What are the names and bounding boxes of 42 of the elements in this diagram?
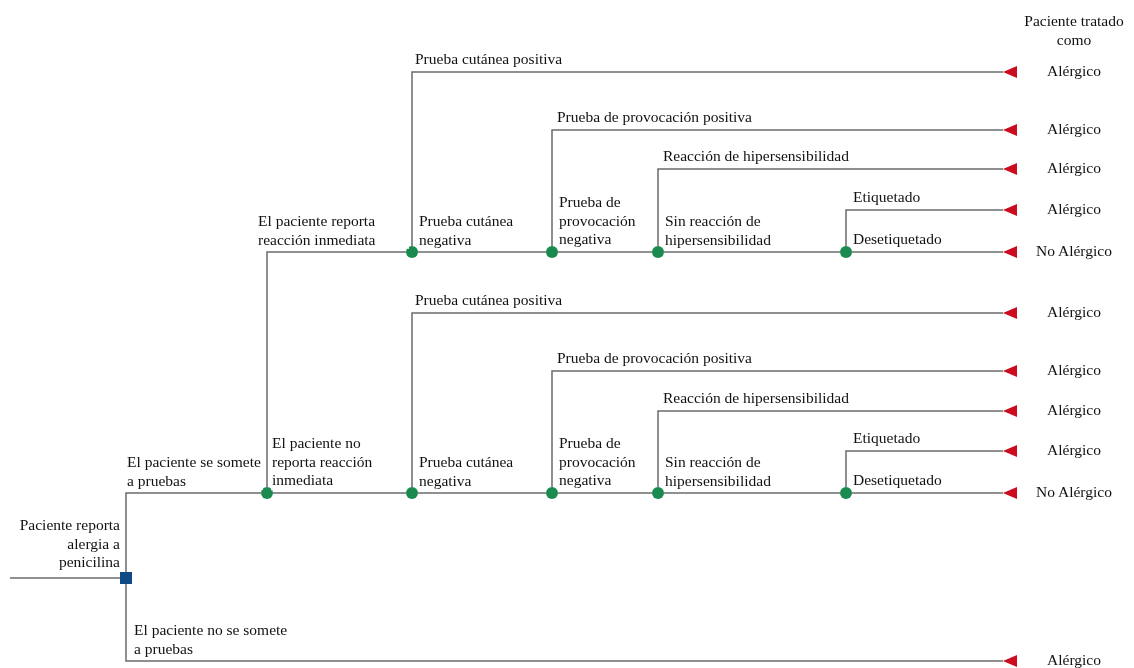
connector-line <box>417 251 547 253</box>
connector-line <box>551 370 1004 488</box>
connector-line <box>417 492 547 494</box>
chance-circle <box>261 487 273 499</box>
connector-line <box>266 251 407 488</box>
connector-line <box>125 492 262 573</box>
chance-circle <box>406 246 418 258</box>
connector-line <box>557 251 653 253</box>
terminal-triangle <box>1003 245 1017 259</box>
connector-line <box>557 492 653 494</box>
connector-line <box>411 312 1004 488</box>
chance-circle <box>840 487 852 499</box>
terminal-triangle <box>1003 123 1017 137</box>
connector-line <box>851 492 1004 494</box>
connector-line <box>551 129 1004 247</box>
connector-line <box>9 577 121 579</box>
terminal-triangle <box>1003 486 1017 500</box>
chance-circle <box>546 246 558 258</box>
terminal-triangle <box>1003 65 1017 79</box>
terminal-triangle <box>1003 654 1017 668</box>
decision-square <box>120 572 132 584</box>
connector-line <box>125 583 1004 662</box>
terminal-triangle <box>1003 404 1017 418</box>
terminal-triangle <box>1003 364 1017 378</box>
chance-circle <box>546 487 558 499</box>
chance-circle <box>840 246 852 258</box>
chance-circle <box>652 487 664 499</box>
connector-line <box>657 410 1004 488</box>
connector-line <box>657 168 1004 247</box>
connector-line <box>851 251 1004 253</box>
connector-line <box>845 209 1004 247</box>
connector-line <box>272 492 407 494</box>
chance-circle <box>406 487 418 499</box>
chance-circle <box>652 246 664 258</box>
connector-line <box>845 450 1004 488</box>
connector-line <box>663 251 841 253</box>
terminal-triangle <box>1003 306 1017 320</box>
terminal-triangle <box>1003 444 1017 458</box>
terminal-triangle <box>1003 162 1017 176</box>
connector-line <box>663 492 841 494</box>
terminal-triangle <box>1003 203 1017 217</box>
connector-line <box>411 71 1004 247</box>
